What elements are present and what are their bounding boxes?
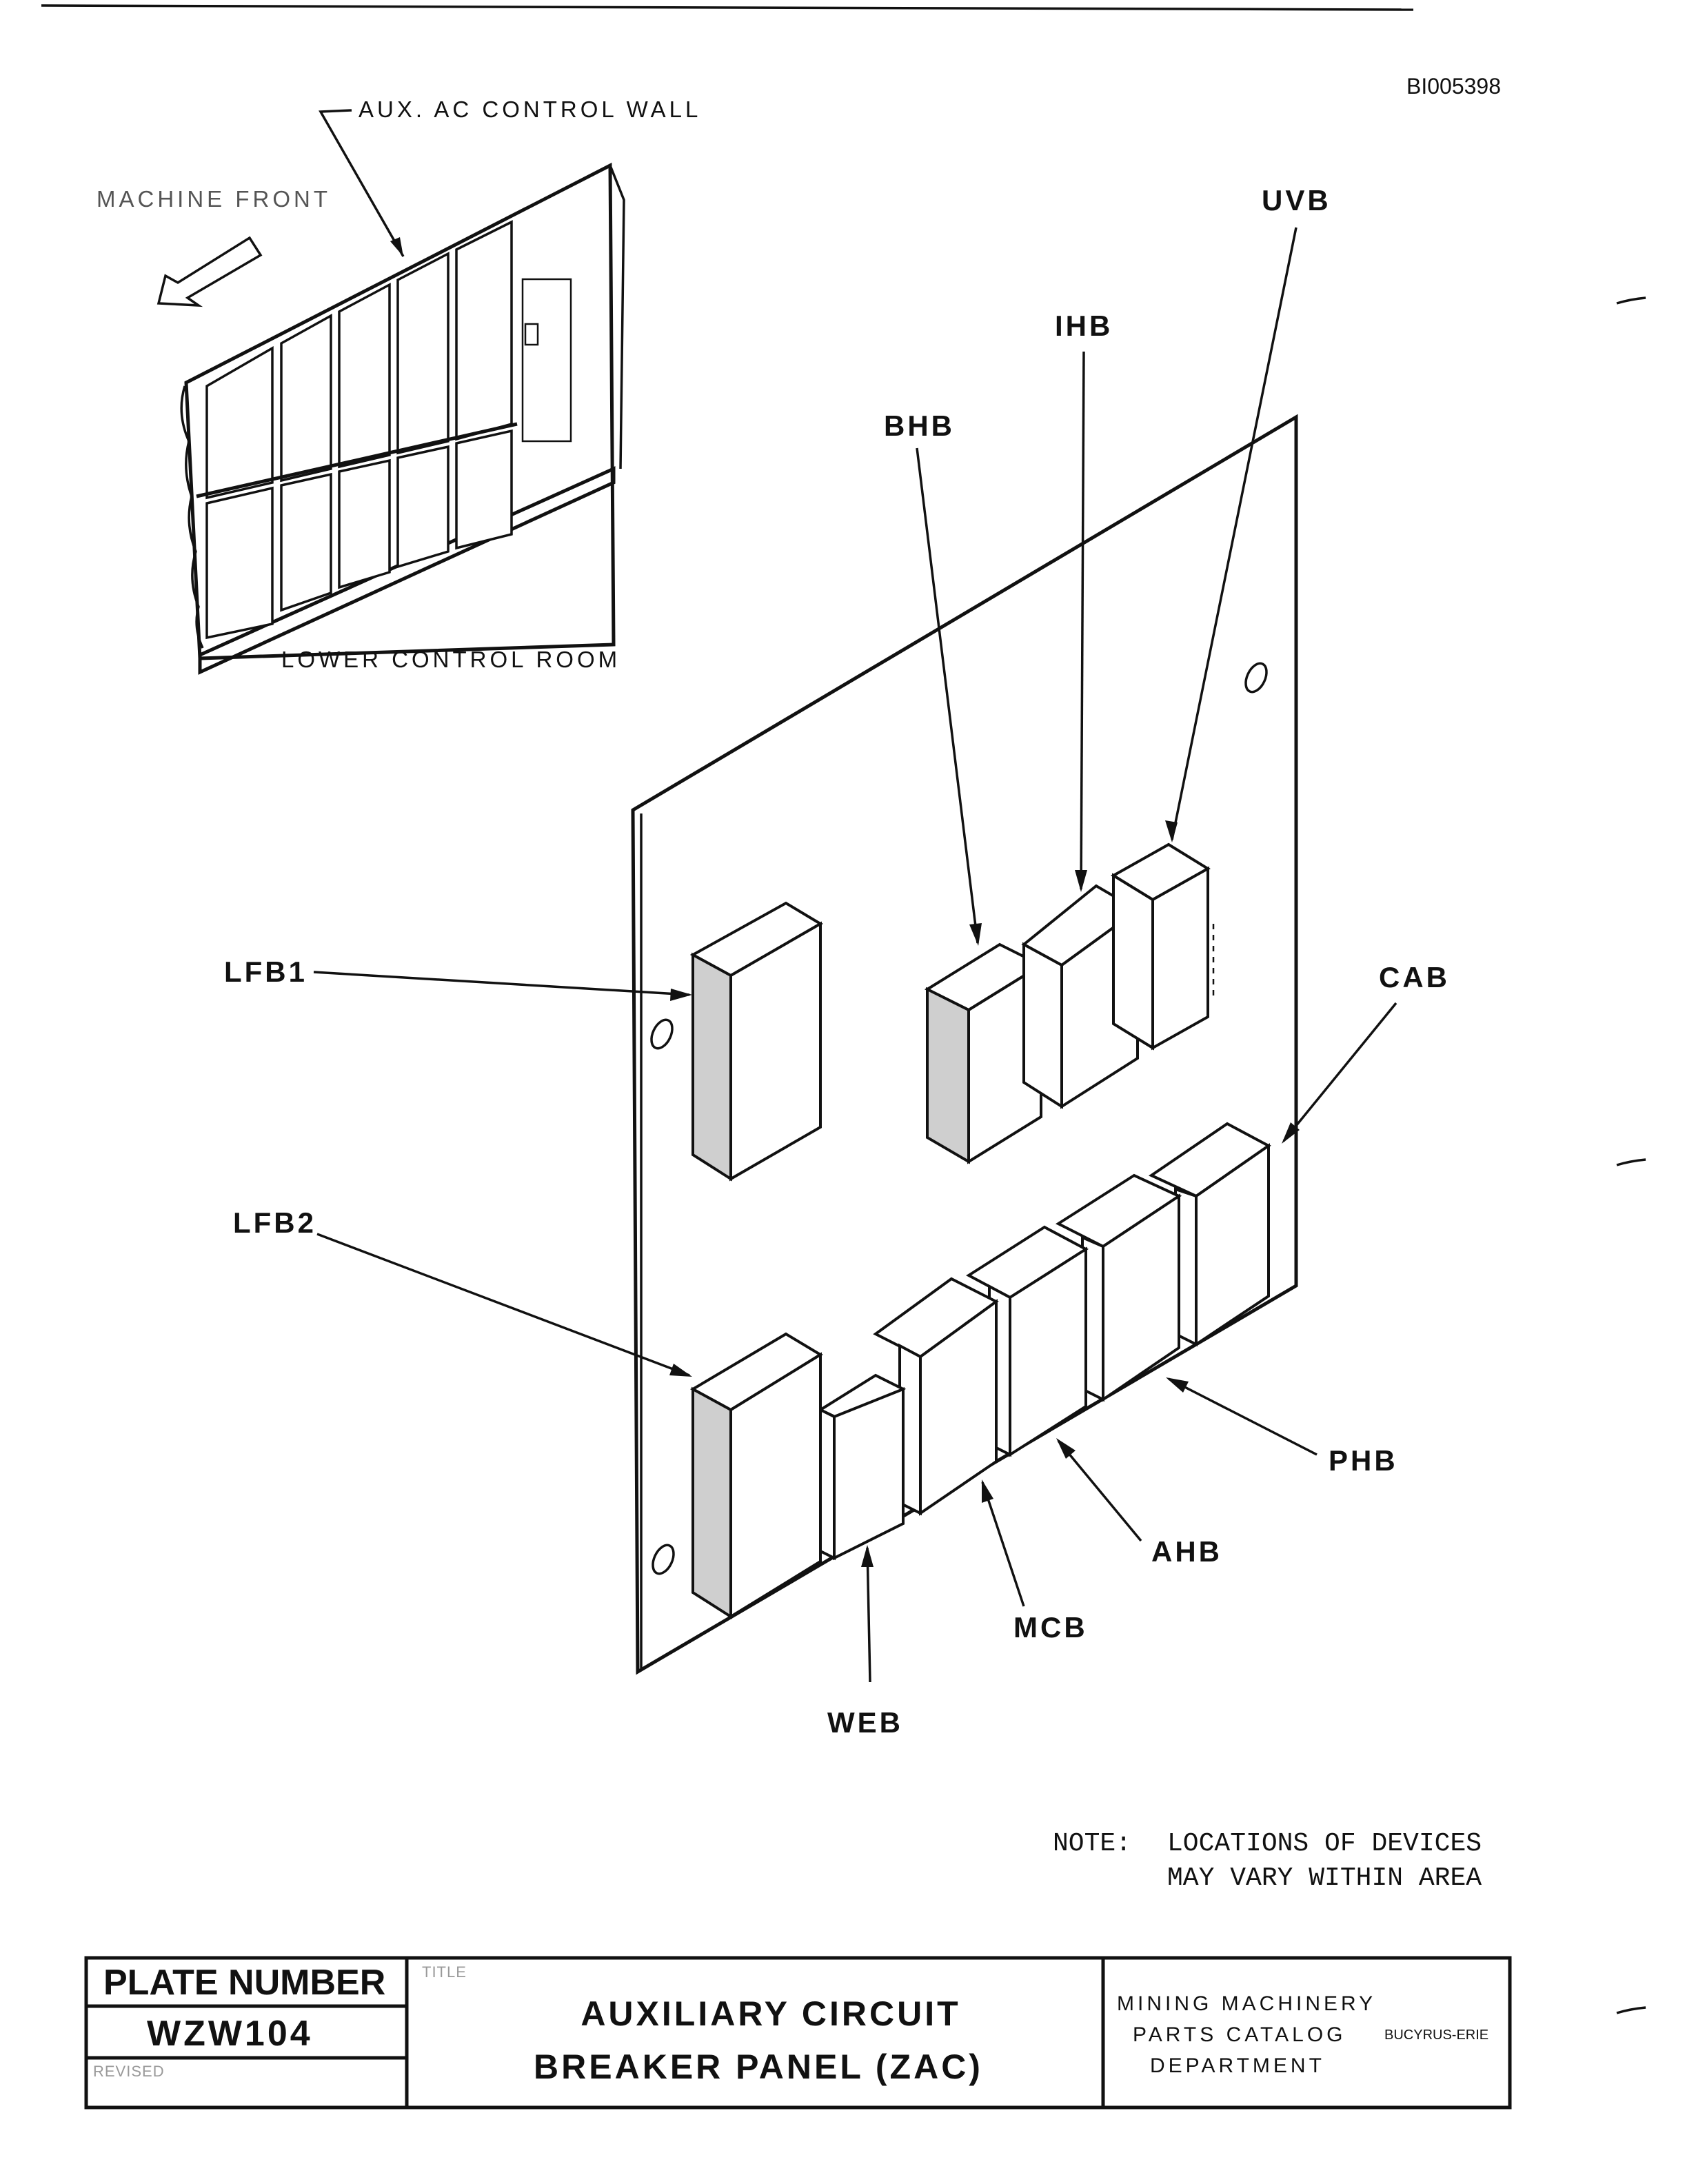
title-block xyxy=(84,1956,1512,2110)
breaker-ahb xyxy=(966,1225,1089,1457)
plate-number: WZW104 xyxy=(147,2014,313,2054)
label-lfb2: LFB2 xyxy=(233,1206,316,1239)
mounting-hole xyxy=(1244,662,1268,694)
breaker-uvb xyxy=(1111,842,1215,1051)
machine-front-arrow-icon xyxy=(157,236,263,307)
note-line-1: LOCATIONS OF DEVICES xyxy=(1167,1829,1482,1859)
mounting-hole xyxy=(650,1018,674,1050)
company-name: BUCYRUS-ERIE xyxy=(1384,2028,1488,2043)
revised-label: REVISED xyxy=(93,2063,165,2080)
title-label: TITLE xyxy=(422,1963,467,1981)
label-phb: PHB xyxy=(1329,1444,1398,1477)
dept-line-1: MINING MACHINERY xyxy=(1117,1992,1376,2015)
label-uvb: UVB xyxy=(1262,184,1331,216)
inset-control-wall xyxy=(180,162,625,675)
document-id: BI005398 xyxy=(1406,74,1501,99)
breaker-lfb1 xyxy=(689,901,823,1182)
title-line-1: AUXILIARY CIRCUIT xyxy=(581,1994,960,2033)
plate-number-label: PLATE NUMBER xyxy=(103,1963,385,2003)
label-aux-ac-control-wall: AUX. AC CONTROL WALL xyxy=(359,97,701,122)
breaker-web xyxy=(817,1373,907,1561)
label-lower-control-room: LOWER CONTROL ROOM xyxy=(281,647,620,672)
margin-mark xyxy=(1616,2006,1646,2014)
title-line-2: BREAKER PANEL (ZAC) xyxy=(534,2048,983,2086)
breaker-lfb2 xyxy=(689,1332,823,1619)
dept-line-2: PARTS CATALOG xyxy=(1133,2023,1346,2046)
label-machine-front: MACHINE FRONT xyxy=(97,186,331,212)
leader-aux-ac-control-wall xyxy=(319,109,405,257)
note-line-2: MAY VARY WITHIN AREA xyxy=(1167,1863,1482,1893)
breaker-cab xyxy=(1148,1122,1271,1347)
top-border-line xyxy=(41,4,1414,11)
label-ihb: IHB xyxy=(1055,310,1113,342)
label-bhb: BHB xyxy=(884,410,955,442)
label-mcb: MCB xyxy=(1013,1611,1088,1644)
mounting-hole xyxy=(652,1544,675,1575)
leader-lines xyxy=(313,227,1397,1683)
breaker-panel xyxy=(631,414,1298,1675)
label-web: WEB xyxy=(827,1706,903,1739)
label-lfb1: LFB1 xyxy=(224,956,307,988)
label-ahb: AHB xyxy=(1151,1535,1222,1568)
margin-mark xyxy=(1616,296,1646,305)
breaker-mcb xyxy=(873,1277,999,1516)
margin-mark xyxy=(1616,1158,1646,1166)
breaker-phb xyxy=(1055,1173,1182,1402)
note-prefix: NOTE: xyxy=(1053,1829,1131,1859)
label-cab: CAB xyxy=(1379,961,1450,993)
arrowhead xyxy=(390,237,403,256)
dept-line-3: DEPARTMENT xyxy=(1150,2054,1325,2077)
